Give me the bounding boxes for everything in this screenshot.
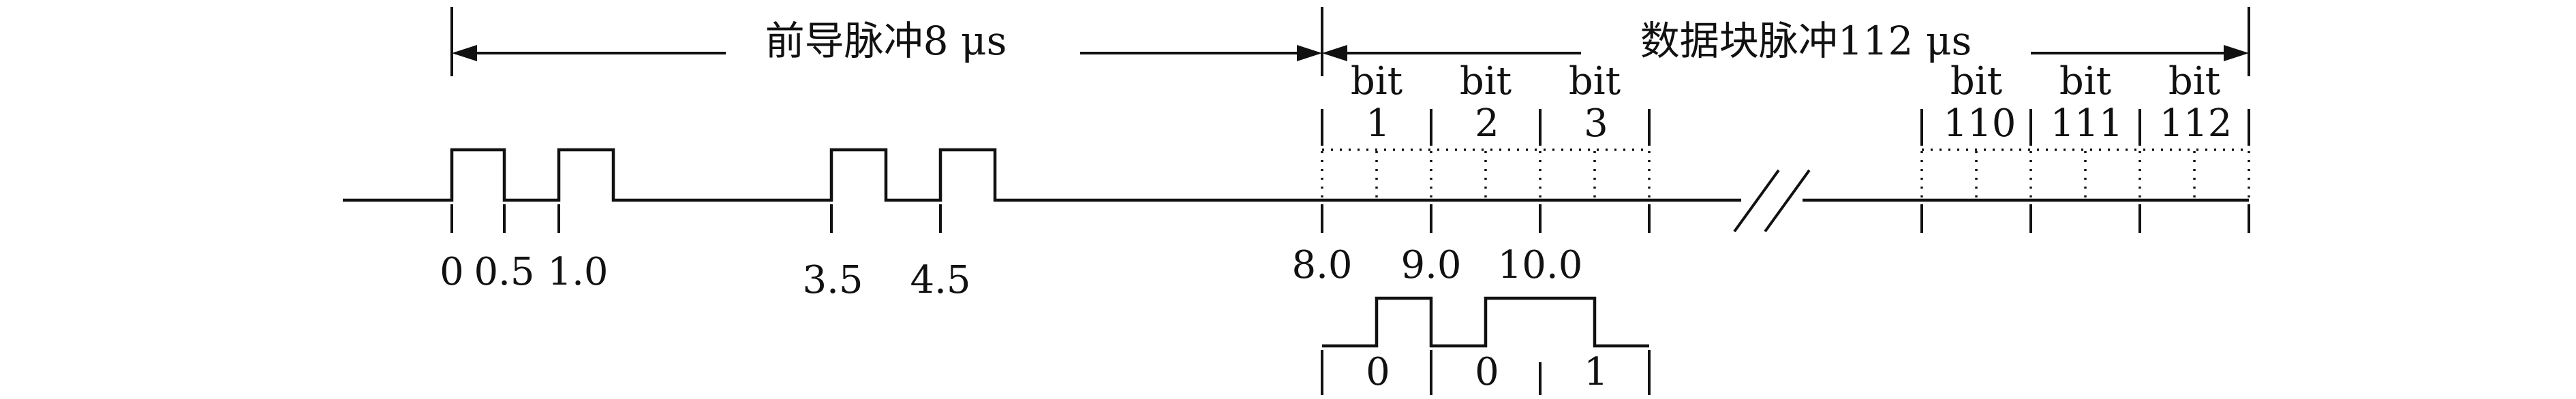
bit-number: 111 [2051, 101, 2123, 146]
data-block-label: 数据块脉冲112 μs [1640, 18, 1972, 64]
pulse-waveform [343, 148, 2249, 233]
tick-label: 0 [440, 250, 464, 294]
bit-number: 1 [1366, 101, 1390, 146]
tick-label: 8.0 [1291, 243, 1352, 287]
tick-label: 10.0 [1498, 243, 1583, 287]
arrow-left-icon [1322, 45, 1347, 61]
bit-number: 3 [1584, 101, 1608, 146]
bit-number: 110 [1944, 101, 2017, 146]
bit-cells [1321, 109, 2250, 199]
arrow-right-icon [2224, 45, 2249, 61]
bit-word: bit [1460, 59, 1512, 103]
example-bit-value: 1 [1584, 350, 1608, 394]
tick-label: 3.5 [802, 258, 863, 302]
break-mark [1733, 169, 1780, 233]
bit-number: 112 [2160, 101, 2233, 146]
example-waveform: 0 0 1 [1321, 296, 1651, 395]
bit-number: 2 [1475, 101, 1499, 146]
bit-word: bit [1351, 59, 1403, 103]
tick-label: 1.0 [547, 250, 608, 294]
break-mark [1764, 169, 1811, 233]
arrow-left-icon [452, 45, 477, 61]
example-bit-value: 0 [1366, 350, 1390, 394]
bit-labels: bit 1 bit 2 bit 3 bit 110 bit 111 bit 11… [1351, 59, 2233, 146]
data-block-span: 数据块脉冲112 μs [1322, 7, 2250, 76]
tick-label: 9.0 [1400, 243, 1461, 287]
bit-word: bit [2168, 59, 2221, 103]
bit-word: bit [1950, 59, 2003, 103]
arrow-right-icon [1297, 45, 1322, 61]
preamble-span: 前导脉冲8 μs [450, 7, 1323, 76]
time-ticks [450, 204, 2250, 233]
example-bit-value: 0 [1475, 350, 1499, 394]
bit-word: bit [2059, 59, 2112, 103]
tick-label: 4.5 [910, 258, 970, 302]
preamble-label: 前导脉冲8 μs [765, 18, 1007, 64]
time-tick-labels: 0 0.5 1.0 3.5 4.5 8.0 9.0 10.0 [440, 243, 1582, 302]
tick-label: 0.5 [474, 250, 534, 294]
bit-word: bit [1569, 59, 1621, 103]
